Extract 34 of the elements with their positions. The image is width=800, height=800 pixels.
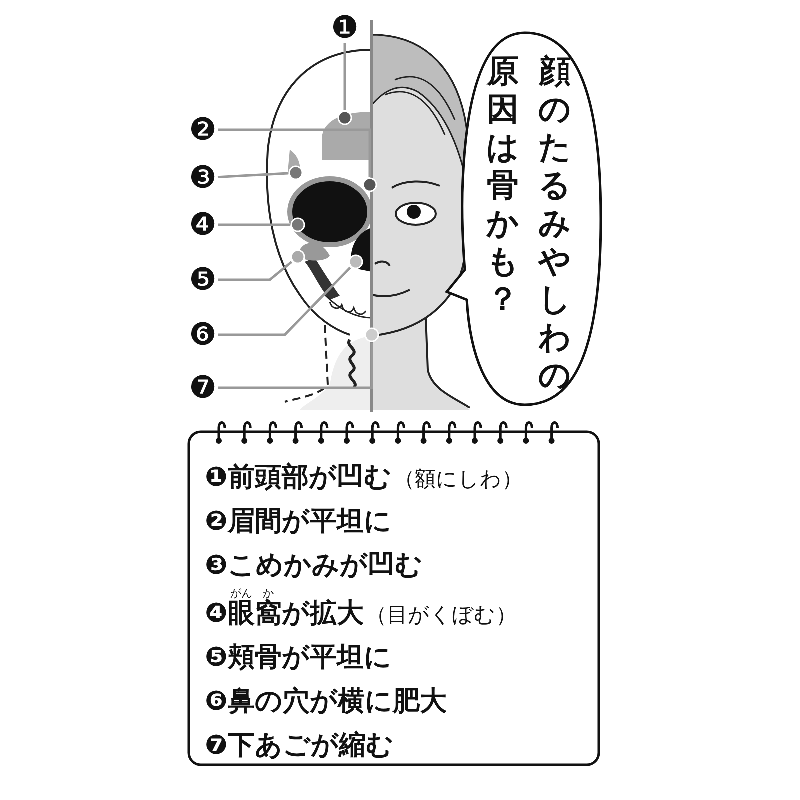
marker-dot [290, 218, 306, 232]
callout-number: ❹ [187, 209, 219, 241]
ruby-text: か [262, 588, 274, 600]
speech-text: 顔のたるみやしわの原因は骨かも？ [486, 52, 572, 394]
list-item: ❻鼻の穴が横に肥大 [205, 686, 447, 718]
list-item: ❺頬骨が平坦に [205, 642, 392, 674]
leader-line [218, 266, 352, 336]
list-item: ❶前頭部が凹む [205, 462, 392, 494]
list-item: ❹眼窩が拡大 [205, 598, 364, 630]
callout-number: ❼ [187, 372, 219, 404]
callout-number: ❺ [187, 264, 219, 296]
leader-line [344, 43, 346, 110]
callout-number: ❷ [187, 114, 219, 146]
marker-dot [348, 254, 364, 270]
speech-bubble [445, 30, 605, 408]
leader-line [218, 128, 372, 177]
list-note: （額にしわ） [394, 466, 523, 493]
marker-dot [338, 110, 352, 126]
leader-line [218, 343, 374, 390]
callout-number: ❻ [187, 319, 219, 351]
leader-line [218, 224, 290, 226]
list-note: （目がくぼむ） [366, 602, 517, 629]
callout-number: ❶ [329, 12, 361, 44]
leader-line [218, 172, 288, 179]
leader-line [218, 261, 293, 282]
list-item: ❷眉間が平坦に [205, 506, 392, 538]
marker-dot [364, 328, 380, 342]
marker-dot [288, 166, 304, 180]
ruby-text: がん [230, 588, 252, 600]
list-item: ❸こめかみが凹む [205, 550, 423, 582]
marker-dot [290, 250, 306, 264]
marker-dot [362, 178, 378, 192]
callout-number: ❸ [187, 162, 219, 194]
list-item: ❼下あごが縮む [205, 730, 394, 762]
